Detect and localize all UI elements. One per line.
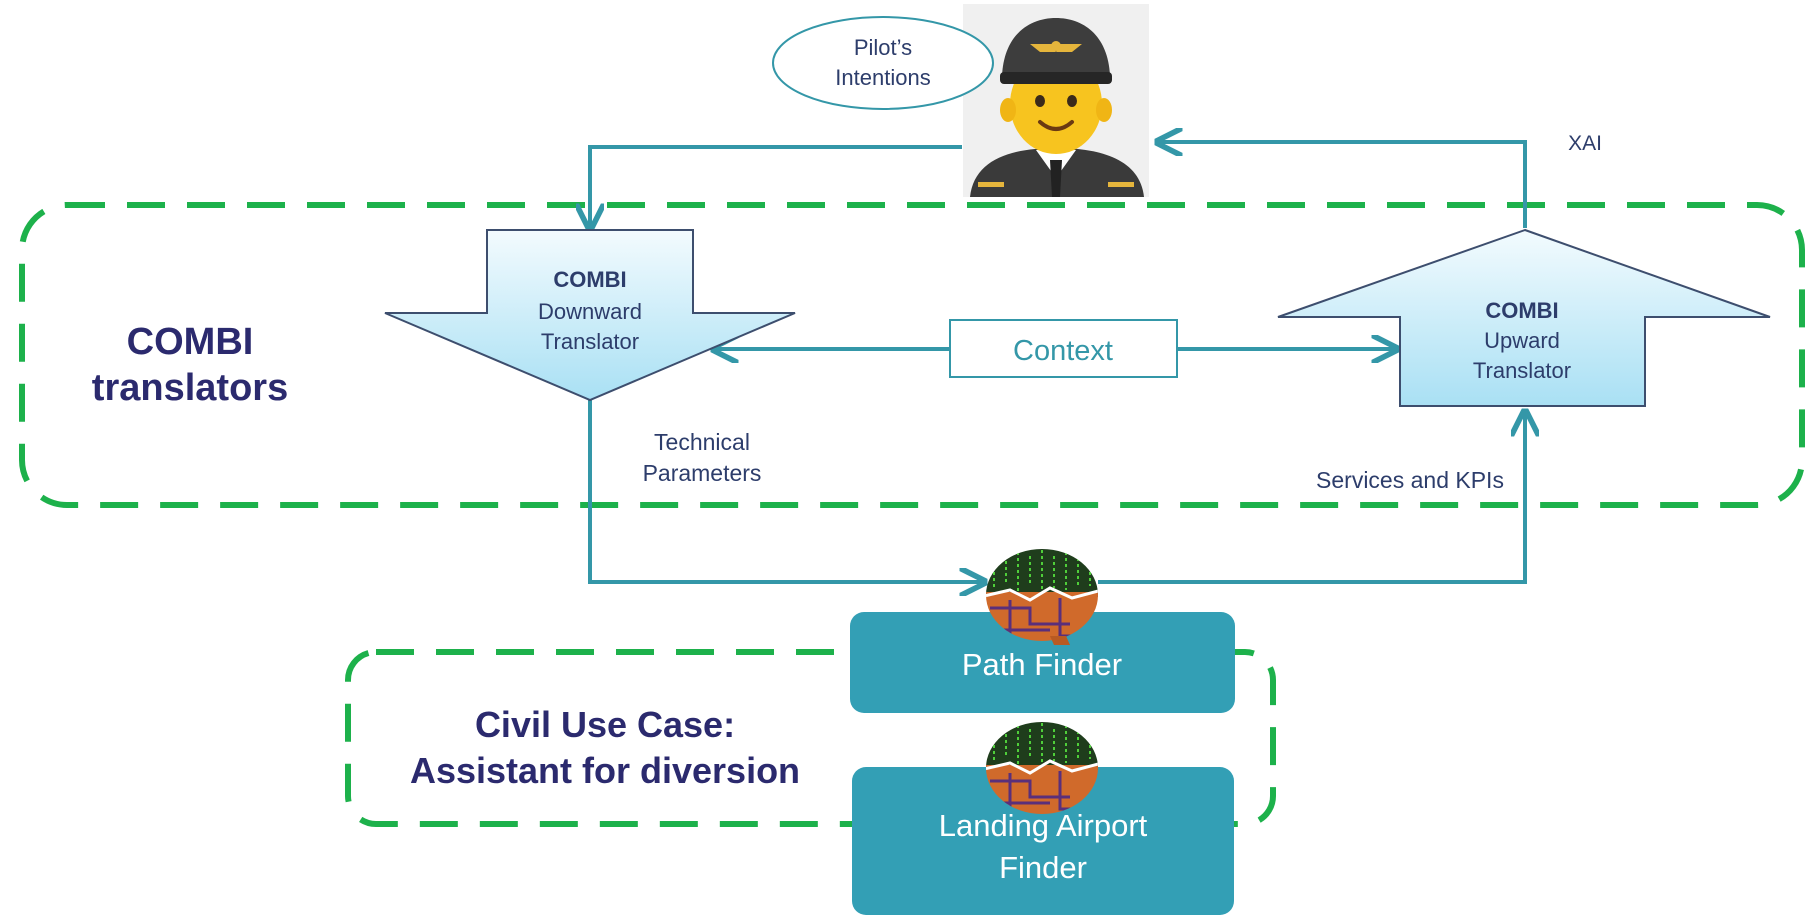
downward-translator-line1: Downward: [538, 299, 642, 324]
technical-parameters-line1: Technical: [654, 429, 750, 455]
pilot-intentions-line1: Pilot’s: [854, 35, 912, 60]
pilot-intentions-bubble: [772, 16, 994, 110]
downward-to-pathfinder-arrow: [588, 400, 982, 582]
translators-heading-line1: COMBI: [127, 321, 254, 363]
use-case-heading-line1: Civil Use Case:: [475, 704, 735, 745]
upward-translator-line1: Upward: [1484, 328, 1560, 353]
use-case-group-border: [345, 649, 1276, 827]
downward-translator-line2: Translator: [541, 329, 639, 354]
xai-label: XAI: [1568, 132, 1602, 155]
translators-group-border: [19, 202, 1805, 508]
upward-translator-line2: Translator: [1473, 358, 1571, 383]
flow-lines: [590, 142, 1525, 582]
path-finder-module: [850, 612, 1235, 713]
landing-airport-finder-line2: Finder: [999, 850, 1087, 885]
upward-to-pilot-arrow: [1160, 142, 1527, 228]
pilot-icon: [963, 4, 1149, 197]
downward-translator-shape: [384, 229, 796, 402]
technical-parameters-line2: Parameters: [643, 460, 762, 486]
path-finder-label: Path Finder: [962, 647, 1122, 682]
pathfinder-to-upward-arrow: [1098, 414, 1525, 584]
pilot-intentions-line2: Intentions: [835, 65, 930, 90]
translators-heading-line2: translators: [92, 367, 288, 409]
use-case-heading-line2: Assistant for diversion: [410, 750, 800, 791]
context-box: [949, 319, 1178, 378]
context-label: Context: [1013, 335, 1113, 367]
upward-translator-shape: [1277, 228, 1771, 407]
services-kpis-label: Services and KPIs: [1316, 467, 1504, 493]
downward-translator-brand: COMBI: [553, 267, 626, 292]
landing-airport-finder-module: [852, 767, 1234, 915]
pilot-to-downward-arrow: [590, 145, 962, 226]
upward-translator-brand: COMBI: [1485, 298, 1558, 323]
